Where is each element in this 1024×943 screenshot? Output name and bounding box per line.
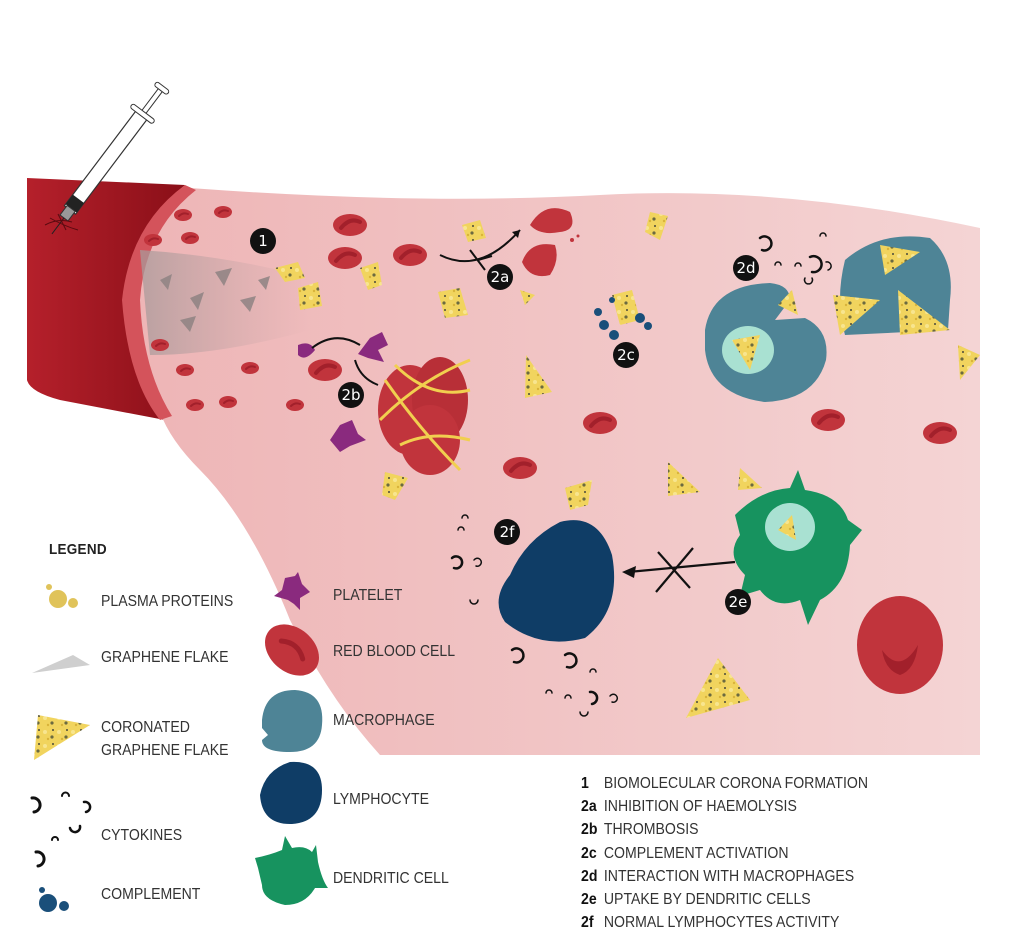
red-blood-cell-large: [857, 596, 943, 694]
key-text: NORMAL LYMPHOCYTES ACTIVITY: [603, 914, 840, 932]
key-item-2a: 2a INHIBITION OF HAEMOLYSIS: [581, 795, 868, 818]
key-item-2f: 2f NORMAL LYMPHOCYTES ACTIVITY: [581, 911, 868, 934]
macrophage-icon: [262, 690, 323, 752]
coronated-graphene-flakes: [275, 212, 980, 718]
key-code: 2c: [581, 844, 597, 862]
uptake-blocked-cross: [655, 547, 694, 593]
haemolysis-inhibited-cross: [469, 249, 493, 271]
macrophage-2: [833, 236, 951, 335]
macrophage-1: [705, 283, 827, 402]
key-code: 2f: [581, 914, 594, 932]
legend-label-platelet: PLATELET: [333, 587, 403, 604]
syringe: [51, 81, 170, 235]
complement-icon: [39, 887, 69, 912]
svg-text:2e: 2e: [729, 593, 748, 611]
lymphocyte: [498, 520, 615, 642]
badge-2d: 2d: [733, 255, 759, 281]
key-text: THROMBOSIS: [603, 821, 699, 839]
legend-label-plasma-proteins: PLASMA PROTEINS: [101, 593, 234, 610]
key-item-2c: 2c COMPLEMENT ACTIVATION: [581, 842, 868, 865]
injection-site: [44, 213, 79, 231]
complement-proteins: [594, 297, 652, 340]
dendritic-cell-icon: [255, 836, 328, 905]
dendritic-cell: [733, 470, 862, 625]
cytokines-icon: [30, 791, 92, 868]
key-item-2b: 2b THROMBOSIS: [581, 818, 868, 841]
svg-text:2f: 2f: [500, 523, 516, 541]
activation-arrow-1: [311, 337, 361, 349]
key-item-2d: 2d INTERACTION WITH MACROPHAGES: [581, 865, 868, 888]
svg-text:2a: 2a: [491, 268, 510, 286]
key-code: 2a: [581, 798, 597, 816]
key-code: 2d: [581, 867, 598, 885]
platelet-icon: [274, 572, 310, 610]
key-text: COMPLEMENT ACTIVATION: [603, 844, 789, 862]
red-blood-cell-icon: [265, 624, 319, 676]
svg-text:1: 1: [258, 232, 268, 250]
key-code: 2e: [581, 891, 597, 909]
legend-label-complement: COMPLEMENT: [101, 886, 201, 903]
key-code: 2b: [581, 821, 598, 839]
platelets: [298, 332, 388, 452]
key-item-2e: 2e UPTAKE BY DENDRITIC CELLS: [581, 888, 868, 911]
badge-1: 1: [250, 228, 276, 254]
legend-label-macrophage: MACROPHAGE: [333, 712, 435, 729]
svg-text:2b: 2b: [341, 386, 360, 404]
vessel-rim: [122, 185, 196, 420]
legend-label-dendritic-cell: DENDRITIC CELL: [333, 870, 449, 887]
legend-title: LEGEND: [49, 541, 107, 558]
badge-2a: 2a: [487, 264, 513, 290]
plasma-proteins-icon: [46, 584, 78, 608]
legend-label-red-blood-cell: RED BLOOD CELL: [333, 643, 456, 660]
thrombus: [378, 357, 471, 475]
legend-label-lymphocyte: LYMPHOCYTE: [333, 791, 429, 808]
key-code: 1: [581, 775, 589, 792]
process-key: 1 BIOMOLECULAR CORONA FORMATION 2a INHIBIT…: [581, 772, 868, 934]
lymphocyte-icon: [260, 761, 322, 825]
badge-2e: 2e: [725, 589, 751, 615]
graphene-injection-stream: [140, 250, 310, 355]
svg-text:2d: 2d: [736, 259, 755, 277]
svg-text:2c: 2c: [617, 346, 635, 364]
key-text: INHIBITION OF HAEMOLYSIS: [603, 798, 797, 816]
graphene-flake-icon: [32, 655, 90, 673]
uptake-arrow: [627, 560, 736, 574]
badge-2f: 2f: [494, 519, 520, 545]
key-text: BIOMOLECULAR CORONA FORMATION: [603, 775, 869, 792]
legend-label-cytokines: CYTOKINES: [101, 827, 183, 844]
badge-2b: 2b: [338, 382, 364, 408]
legend-label-coronated-line2: GRAPHENE FLAKE: [101, 742, 229, 759]
badge-2c: 2c: [613, 342, 639, 368]
legend-label-coronated-line1: CORONATED: [101, 719, 190, 736]
cytokines: [450, 232, 832, 717]
haemolysed-red-blood-cell: [522, 208, 580, 277]
vessel-outer-wall: [27, 178, 185, 420]
legend-label-graphene-flake: GRAPHENE FLAKE: [101, 649, 229, 666]
key-text: UPTAKE BY DENDRITIC CELLS: [603, 891, 811, 909]
key-item-1: 1 BIOMOLECULAR CORONA FORMATION: [581, 772, 868, 795]
key-text: INTERACTION WITH MACROPHAGES: [603, 867, 855, 885]
coronated-graphene-flake-icon: [34, 715, 90, 760]
activation-arrow-2: [354, 359, 379, 386]
